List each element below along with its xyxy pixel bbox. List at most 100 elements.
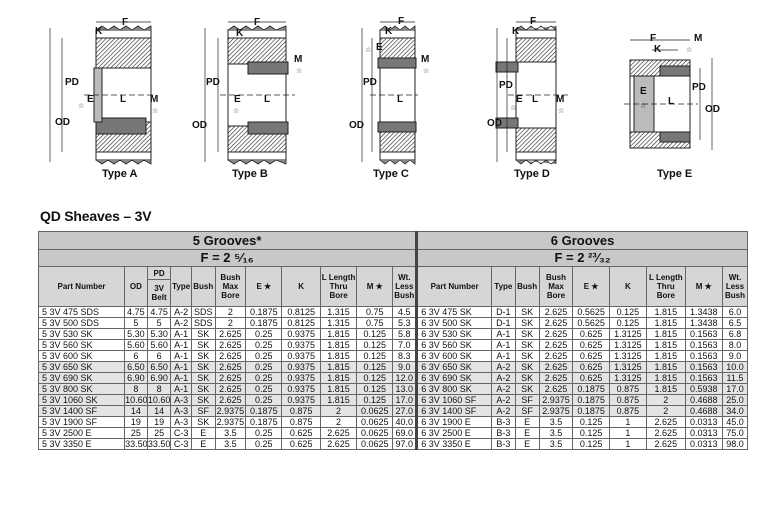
cell-5-groove: 8: [124, 383, 148, 395]
cell-6-groove: 0.875: [608, 405, 648, 417]
cell-5-groove: 1.815: [319, 328, 358, 340]
cell-6-groove: 6 3V 690 SK: [415, 372, 492, 384]
col-bush-max-bore: Bush Max Bore: [214, 266, 247, 307]
cell-6-groove: 3.5: [538, 427, 574, 439]
cell-5-groove: 0.75: [356, 317, 394, 329]
cell-6-groove: 6 3V 2500 E: [415, 427, 492, 439]
type-a-m-label: M: [150, 94, 158, 105]
col-length: L Length Thru Bore: [319, 266, 358, 307]
type-d-label: Type D: [514, 168, 550, 180]
cell-5-groove: 1.815: [319, 383, 358, 395]
type-b-k-label: K: [236, 28, 244, 39]
cell-6-groove: 0.625: [572, 339, 610, 351]
cell-5-groove: SK: [190, 328, 216, 340]
cell-6-groove: SK: [514, 383, 540, 395]
cell-6-groove: 9.0: [721, 350, 749, 362]
type-d-f-label: F: [530, 16, 536, 27]
cell-5-groove: 5: [124, 317, 148, 329]
cell-5-groove: 3.5: [214, 438, 247, 450]
section-title: QD Sheaves – 3V: [40, 208, 152, 224]
cell-5-groove: 0.25: [245, 394, 283, 406]
cell-6-groove: 2.625: [538, 350, 574, 362]
type-c-label: Type C: [373, 168, 409, 180]
six-groove-f-value: F = 2 ²³⁄₃₂: [415, 249, 748, 267]
cell-5-groove: A-1: [170, 350, 192, 362]
type-c-f-label: F: [398, 16, 404, 27]
cell-6-groove: A-2: [490, 383, 516, 395]
type-e-pd-label: PD: [692, 82, 706, 93]
cell-5-groove: 19: [124, 416, 148, 428]
cell-5-groove: 0.1875: [245, 405, 283, 417]
cell-6-groove: 6 3V 530 SK: [415, 328, 492, 340]
cell-6-groove: 3.5: [538, 416, 574, 428]
cell-5-groove: 33.50: [124, 438, 148, 450]
cell-6-groove: 2.625: [538, 383, 574, 395]
type-b-m-label: M: [294, 54, 302, 65]
cell-6-groove: E: [514, 416, 540, 428]
cell-5-groove: 1.315: [319, 317, 358, 329]
type-e-diagram: F K M ☆ PD OD E ☆ L Type E: [624, 33, 720, 180]
type-e-label: Type E: [657, 168, 692, 180]
type-a-label: Type A: [102, 168, 138, 180]
cell-5-groove: SF: [190, 405, 216, 417]
cell-5-groove: 2.625: [214, 372, 247, 384]
cell-5-groove: 0.125: [356, 394, 394, 406]
col-wt-6: Wt. Less Bush: [721, 266, 749, 307]
cell-5-groove: SK: [190, 383, 216, 395]
cell-6-groove: 0.0313: [684, 416, 723, 428]
cell-5-groove: 0.625: [281, 427, 321, 439]
cell-5-groove: 0.9375: [281, 361, 321, 373]
cell-5-groove: 5.60: [146, 339, 172, 351]
cell-6-groove: 1.815: [646, 361, 686, 373]
cell-5-groove: 5 3V 530 SK: [37, 328, 126, 340]
cell-6-groove: 25.0: [721, 394, 749, 406]
cell-5-groove: 2: [319, 416, 358, 428]
cell-6-groove: SK: [514, 306, 540, 318]
cell-6-groove: SK: [514, 350, 540, 362]
cell-6-groove: 45.0: [721, 416, 749, 428]
type-a-e-label: E: [87, 94, 94, 105]
col-e-6: E ★: [572, 266, 610, 307]
type-b-od-label: OD: [192, 120, 207, 131]
cell-6-groove: 0.625: [572, 328, 610, 340]
cell-5-groove: 2: [214, 317, 247, 329]
col-part-number-6: Part Number: [415, 266, 492, 307]
cell-5-groove: 13.0: [392, 383, 418, 395]
cell-6-groove: D-1: [490, 306, 516, 318]
cell-5-groove: SK: [190, 339, 216, 351]
cell-6-groove: 1.815: [646, 306, 686, 318]
col-length-6: L Length Thru Bore: [646, 266, 686, 307]
type-e-m-label: M: [694, 33, 702, 44]
cell-5-groove: 2.625: [319, 438, 358, 450]
cell-5-groove: 5 3V 690 SK: [37, 372, 126, 384]
cell-5-groove: 9.0: [392, 361, 418, 373]
cell-5-groove: 0.125: [356, 361, 394, 373]
col-pd: PD: [146, 266, 172, 280]
cell-5-groove: 5.30: [124, 328, 148, 340]
type-a-e-star: ☆: [78, 102, 84, 110]
cell-6-groove: 6 3V 500 SK: [415, 317, 492, 329]
cell-6-groove: 1.3125: [608, 372, 648, 384]
cell-5-groove: 1.815: [319, 339, 358, 351]
type-d-k-label: K: [512, 26, 520, 37]
cell-5-groove: 12.0: [392, 372, 418, 384]
cell-5-groove: 6.90: [146, 372, 172, 384]
cell-5-groove: 14: [124, 405, 148, 417]
col-m-6: M ★: [684, 266, 723, 307]
cell-5-groove: 69.0: [392, 427, 418, 439]
cell-6-groove: A-2: [490, 361, 516, 373]
cell-5-groove: 5.3: [392, 317, 418, 329]
cell-6-groove: 0.125: [572, 427, 610, 439]
cell-6-groove: 2: [646, 405, 686, 417]
type-e-k-label: K: [654, 44, 662, 55]
type-b-e-label: E: [234, 94, 241, 105]
cell-6-groove: 75.0: [721, 427, 749, 439]
cell-5-groove: 2.625: [214, 328, 247, 340]
five-groove-title: 5 Grooves*: [37, 231, 418, 250]
type-c-pd-label: PD: [363, 77, 377, 88]
cell-6-groove: 0.1875: [572, 405, 610, 417]
five-groove-f-value: F = 2 ⁵⁄₁₆: [37, 249, 418, 267]
